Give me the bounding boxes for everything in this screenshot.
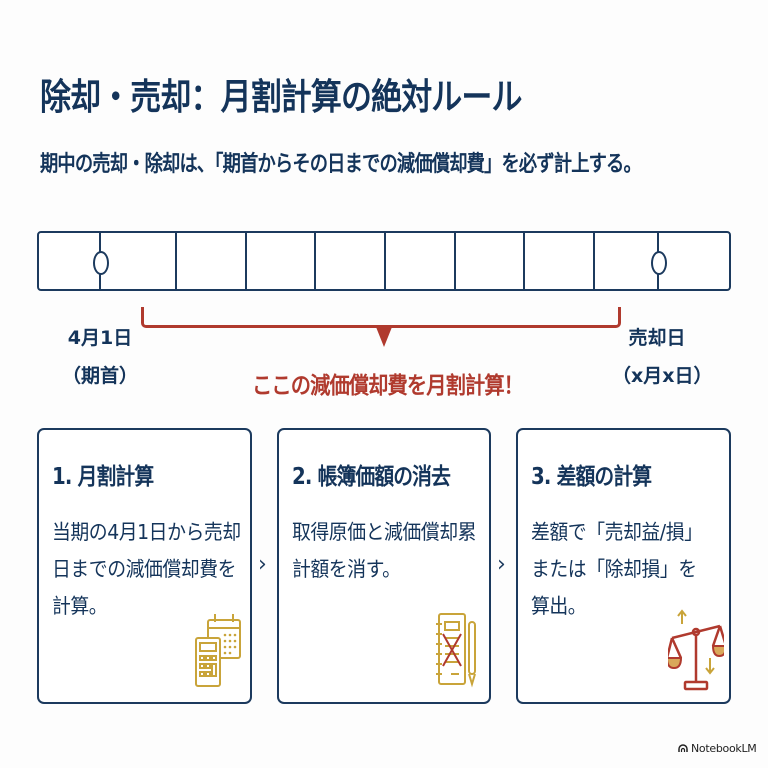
crossed-ledger-pen-icon	[436, 613, 476, 688]
timeline-divider	[593, 233, 595, 289]
step-body-line: 算出。	[531, 594, 587, 618]
start-marker-circle	[93, 251, 109, 275]
timeline-divider	[454, 233, 456, 289]
page-title: 除却・売却：月割計算の絶対ルール	[40, 77, 522, 118]
chevron-right-icon: ›	[497, 552, 506, 577]
end-date-label: 売却日 （x月x日）	[612, 323, 713, 391]
bracket-down-arrow-icon	[376, 327, 392, 347]
brand-watermark: NotebookLM	[678, 742, 757, 755]
timeline-divider	[314, 233, 316, 289]
step-card-difference-calc: 3. 差額の計算 差額で「売却益/損」 または「除却損」を 算出。	[516, 428, 731, 704]
step-body-line: 計額を消す。	[292, 557, 401, 581]
bracket-label: ここの減価償却費を月割計算！	[252, 373, 524, 399]
end-date: 売却日	[628, 327, 686, 349]
step-body-line: 取得原価と減価償却累	[292, 520, 476, 544]
step-body-line: 当期の4月1日から売却	[52, 520, 241, 544]
end-date-note: （x月x日）	[612, 365, 713, 387]
step-body-line: 計算。	[52, 594, 108, 618]
timeline-divider	[384, 233, 386, 289]
step-body-line: 日までの減価償却費を	[52, 557, 236, 581]
balance-scale-icon	[668, 609, 724, 691]
calculator-calendar-icon	[195, 614, 241, 687]
start-date: 4月1日	[67, 327, 133, 349]
step-body: 当期の4月1日から売却 日までの減価償却費を 計算。	[52, 514, 248, 625]
start-date-note: （期首）	[61, 365, 138, 387]
end-marker-circle	[651, 251, 667, 275]
start-date-label: 4月1日 （期首）	[60, 323, 140, 391]
step-body: 差額で「売却益/損」 または「除却損」を 算出。	[531, 514, 727, 625]
step-body: 取得原価と減価償却累 計額を消す。	[292, 514, 488, 588]
step-body-line: 差額で「売却益/損」	[531, 520, 703, 544]
notebooklm-logo-icon	[678, 744, 688, 752]
timeline-bar	[37, 231, 731, 291]
period-bracket	[141, 307, 621, 328]
timeline-divider	[245, 233, 247, 289]
step-body-line: または「除却損」を	[531, 557, 697, 581]
page-subtitle: 期中の売却・除却は、「期首からその日までの減価償却費」を必ず計上する。	[40, 152, 642, 177]
timeline-divider	[175, 233, 177, 289]
chevron-right-icon: ›	[258, 552, 267, 577]
step-title: 1. 月割計算	[52, 464, 154, 490]
timeline-divider	[523, 233, 525, 289]
brand-label: NotebookLM	[691, 742, 757, 755]
step-title: 3. 差額の計算	[531, 464, 652, 490]
step-card-monthly-calc: 1. 月割計算 当期の4月1日から売却 日までの減価償却費を 計算。	[37, 428, 252, 704]
step-card-remove-book-value: 2. 帳簿価額の消去 取得原価と減価償却累 計額を消す。	[277, 428, 491, 704]
step-title: 2. 帳簿価額の消去	[292, 464, 451, 490]
